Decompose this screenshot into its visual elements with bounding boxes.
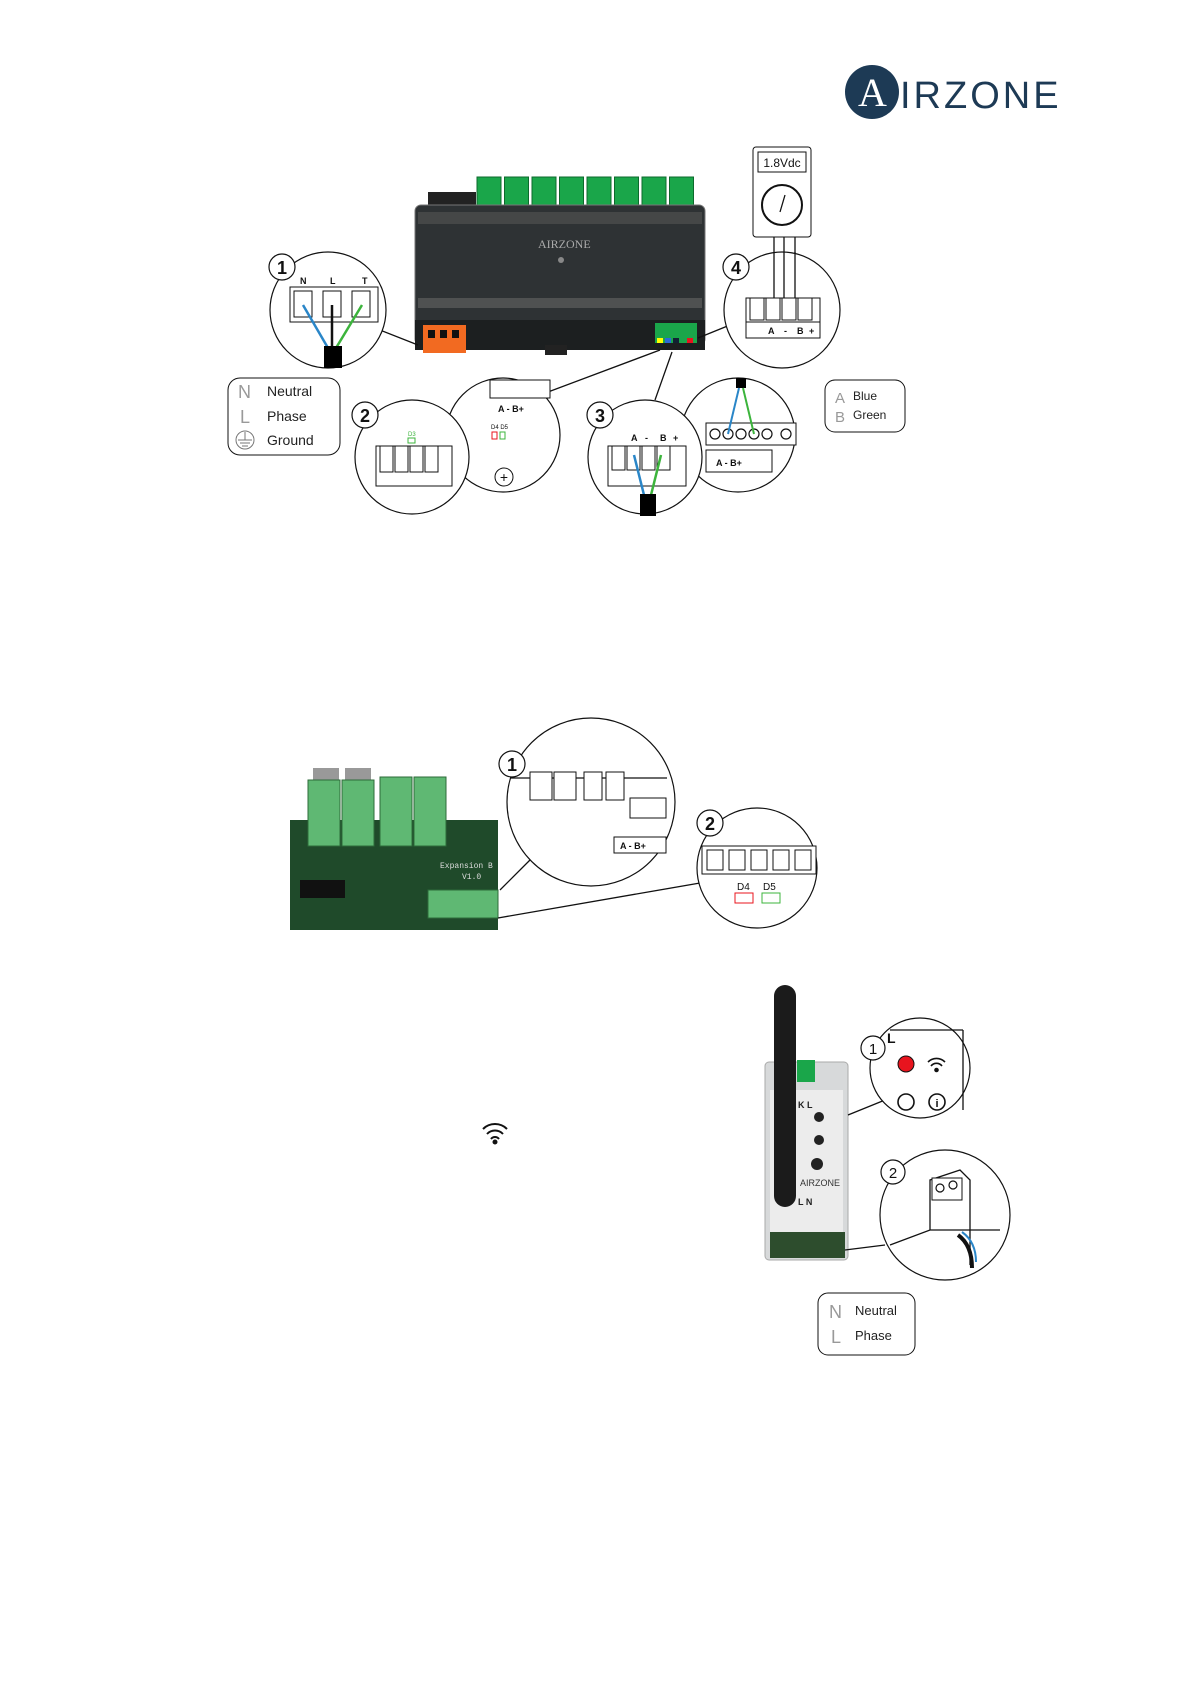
antenna: [774, 985, 796, 1207]
terminal-block: [669, 176, 694, 206]
svg-text:+: +: [500, 469, 508, 485]
terminal-block: [504, 176, 529, 206]
svg-text:D3: D3: [408, 432, 416, 438]
svg-text:B: B: [660, 433, 667, 443]
zoom-bus-wiring: A - B+ A - B + 3: [586, 377, 797, 516]
svg-text:L: L: [240, 407, 250, 427]
svg-text:Neutral: Neutral: [855, 1303, 897, 1318]
expansion-board: Expansion B V1.0: [290, 768, 499, 930]
svg-text:D4 D5: D4 D5: [491, 425, 509, 431]
svg-text:A - B+: A - B+: [620, 841, 646, 851]
zoom-expansion-terminals: A - B+ 1: [498, 717, 676, 887]
svg-text:B: B: [797, 326, 804, 336]
svg-text:Ground: Ground: [267, 432, 314, 448]
callout-1: 1: [507, 755, 517, 775]
terminal-block: [531, 176, 557, 206]
ground-icon: [235, 430, 255, 450]
svg-text:N: N: [238, 382, 251, 402]
svg-text:Neutral: Neutral: [267, 383, 312, 399]
board-version: V1.0: [462, 873, 481, 882]
svg-text:N: N: [300, 276, 307, 286]
zoom-bus-measure: A - B + 4: [722, 251, 841, 369]
legend-power-gateway: N Neutral L Phase: [817, 1292, 916, 1356]
zoom-expansion-leds: D4 D5 2: [696, 807, 818, 929]
terminal-block: [476, 176, 502, 206]
svg-text:Blue: Blue: [853, 389, 877, 403]
svg-text:L N: L N: [798, 1197, 812, 1207]
svg-text:L: L: [887, 1030, 896, 1046]
svg-text:IRZONE: IRZONE: [900, 75, 1062, 117]
svg-text:D4: D4: [737, 882, 750, 893]
board-label: Expansion B: [440, 862, 493, 871]
info-icon: [928, 1093, 946, 1111]
top-terminals: [476, 176, 694, 206]
red-led: [897, 1055, 915, 1073]
svg-text:Phase: Phase: [267, 408, 307, 424]
svg-text:A: A: [858, 70, 887, 115]
device-brand: AIRZONE: [538, 237, 591, 251]
callout-3: 3: [595, 406, 605, 426]
svg-text:D5: D5: [763, 882, 776, 893]
svg-text:T: T: [362, 276, 368, 286]
svg-text:L: L: [831, 1327, 841, 1347]
svg-text:i: i: [935, 1098, 938, 1110]
callout-4: 4: [731, 258, 741, 278]
main-controller: AIRZONE: [414, 176, 706, 355]
terminal-block: [641, 176, 667, 206]
zoom-gateway-power: 2: [879, 1149, 1011, 1281]
zoom-power-terminal: N L T 1: [268, 251, 387, 369]
svg-text:A - B+: A - B+: [716, 458, 742, 468]
svg-text:N: N: [829, 1302, 842, 1322]
svg-text:K L: K L: [798, 1100, 813, 1110]
zoom-gateway-leds: L i 1: [860, 1017, 971, 1119]
svg-text:Green: Green: [853, 408, 886, 422]
terminal-block: [586, 176, 612, 206]
svg-text:A - B+: A - B+: [498, 404, 524, 414]
svg-text:A: A: [631, 433, 638, 443]
svg-text:A: A: [835, 390, 845, 407]
callout-1: 1: [869, 1041, 877, 1058]
svg-text:+: +: [673, 433, 678, 443]
power-terminal: [423, 325, 466, 353]
wifi-gateway: K L AIRZONE L N: [764, 985, 849, 1261]
legend-power: N Neutral L Phase Ground: [227, 377, 341, 456]
svg-text:+: +: [809, 326, 814, 336]
svg-text:B: B: [835, 409, 845, 426]
svg-text:-: -: [645, 433, 648, 443]
multimeter-reading: 1.8Vdc: [763, 156, 800, 170]
terminal-block: [559, 176, 584, 206]
svg-text:Phase: Phase: [855, 1328, 892, 1343]
airzone-logo: A IRZONE: [845, 65, 1062, 119]
callout-2: 2: [360, 406, 370, 426]
callout-1: 1: [277, 258, 287, 278]
terminal-block: [614, 176, 639, 206]
svg-text:-: -: [784, 326, 787, 336]
callout-2: 2: [705, 814, 715, 834]
svg-text:L: L: [330, 276, 336, 286]
multimeter: 1.8Vdc: [752, 146, 812, 300]
zoom-leds: A - B+ D4 D5 + D3 2: [351, 377, 561, 515]
callout-2: 2: [889, 1165, 897, 1182]
legend-wires: A Blue B Green: [824, 379, 906, 433]
wifi-icon: [482, 1123, 508, 1145]
svg-text:A: A: [768, 326, 775, 336]
svg-text:AIRZONE: AIRZONE: [800, 1178, 840, 1188]
